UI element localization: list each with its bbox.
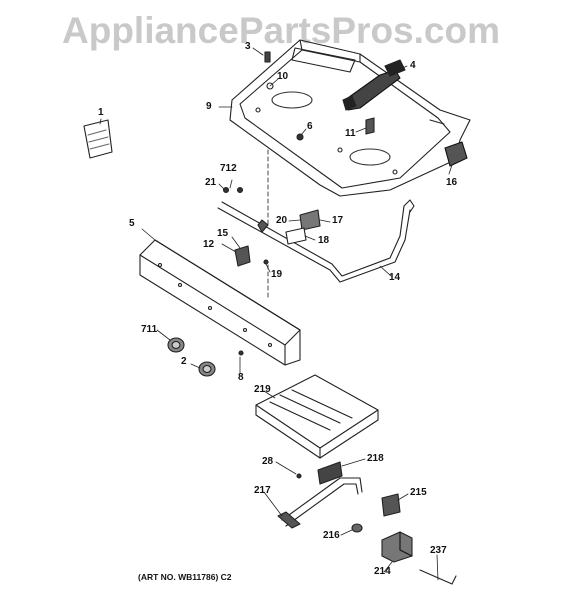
watermark-logo: AppliancePartsPros.com [62, 10, 500, 51]
knob-2-part [198, 361, 216, 377]
callout-15: 15 [217, 228, 229, 239]
art-number: (ART NO. WB11786) C2 [138, 572, 232, 582]
valve-bracket-part [342, 59, 406, 111]
screw-19-part [263, 259, 269, 265]
callout-711: 711 [141, 324, 158, 335]
screw-small-part [296, 133, 304, 141]
callout-8: 8 [238, 372, 244, 383]
callout-17: 17 [332, 215, 344, 226]
callout-28: 28 [262, 456, 274, 467]
callout-3: 3 [245, 41, 251, 52]
callout-2: 2 [181, 356, 187, 367]
screw-28-part [296, 473, 302, 479]
callout-6: 6 [307, 121, 313, 132]
callout-14: 14 [389, 272, 401, 283]
callout-11: 11 [345, 128, 356, 139]
knob-711-part [167, 337, 185, 353]
screw-21-part [222, 186, 230, 194]
callout-1: 1 [98, 107, 104, 118]
orifice-part [285, 227, 307, 245]
manual-part [83, 119, 113, 159]
bracket-215-part [381, 493, 401, 517]
manifold-part [217, 199, 415, 283]
screw-part [264, 51, 271, 63]
igniter-part [444, 141, 468, 167]
broil-tube-part [277, 461, 363, 529]
callout-12: 12 [203, 239, 215, 250]
screw-8-part [238, 350, 244, 356]
wire-237-part [419, 569, 457, 585]
callout-237: 237 [430, 545, 447, 556]
callout-217: 217 [254, 485, 271, 496]
callout-10: 10 [277, 71, 289, 82]
screw-712-part [236, 186, 244, 194]
callout-712: 712 [220, 163, 237, 174]
callout-216: 216 [323, 530, 340, 541]
broiler-shield-part [255, 374, 379, 459]
callout-219: 219 [254, 384, 271, 395]
callout-215: 215 [410, 487, 427, 498]
callout-9: 9 [206, 101, 212, 112]
callout-4: 4 [410, 60, 416, 71]
callout-5: 5 [129, 218, 135, 229]
callout-16: 16 [446, 177, 458, 188]
callout-21: 21 [205, 177, 217, 188]
control-panel-part [139, 239, 301, 366]
callout-19: 19 [271, 269, 283, 280]
valve-part [299, 209, 321, 231]
callout-20: 20 [276, 215, 288, 226]
clip-part [365, 117, 375, 135]
igniter-214-part [381, 531, 413, 563]
burner-box-part [229, 39, 471, 197]
nut-216-part [351, 523, 363, 533]
leader-lines [99, 47, 453, 581]
callout-218: 218 [367, 453, 384, 464]
bracket-part [234, 245, 251, 267]
callout-214: 214 [374, 566, 391, 577]
callout-18: 18 [318, 235, 330, 246]
